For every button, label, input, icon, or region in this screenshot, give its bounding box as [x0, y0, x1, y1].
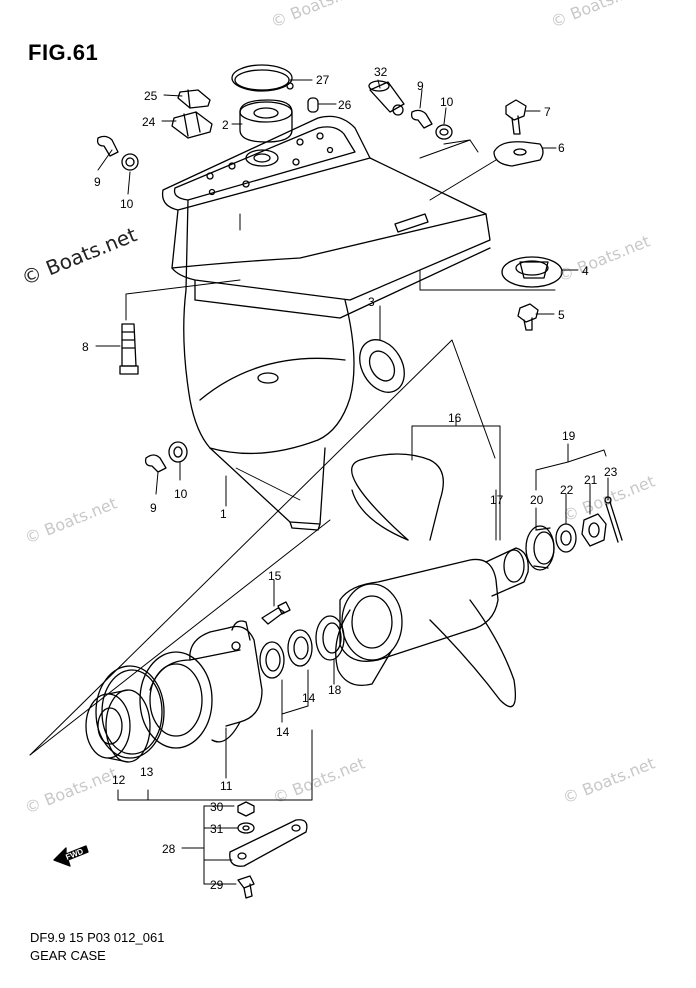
part-22-washer: [555, 523, 577, 553]
part-16-propeller: [335, 453, 529, 708]
part-3-bearing: [359, 339, 405, 393]
part-21-nut: [581, 513, 607, 547]
part-12-bearing: [85, 689, 151, 763]
part-15-bolt: [261, 601, 291, 625]
part-31-washer: [237, 822, 255, 834]
callout-8: 8: [82, 340, 89, 354]
part-24-key: [171, 111, 213, 139]
part-14-seal: [259, 629, 313, 679]
part-11-bearing-carrier: [139, 620, 263, 749]
part-30-nut: [237, 801, 255, 817]
part-32-sleeve: [368, 80, 405, 116]
callout-labels: 27 32 25 24 2 26 9 10 7 6 9 10 4 5 3 8 1…: [64, 65, 617, 892]
callout-10: 10: [174, 487, 188, 501]
callout-27: 27: [316, 73, 330, 87]
callout-10: 10: [120, 197, 134, 211]
part-13-o-ring: [95, 665, 165, 759]
part-9-bolt: [96, 109, 433, 157]
part-2-bearing: [239, 99, 293, 143]
fwd-badge-label: FWD: [64, 847, 84, 862]
figure-code: DF9.9 15 P03 012_061: [30, 930, 165, 945]
callout-22: 22: [560, 483, 574, 497]
callout-31: 31: [210, 822, 224, 836]
part-18-seal: [315, 615, 345, 661]
fwd-arrow-icon: [53, 845, 89, 867]
callout-14: 14: [276, 725, 290, 739]
part-9-bolt: [144, 454, 167, 473]
callout-16: 16: [448, 411, 462, 425]
callout-18: 18: [328, 683, 342, 697]
callout-17: 17: [490, 493, 504, 507]
figure-title: FIG.61: [28, 40, 99, 65]
part-28-plate: [229, 819, 308, 867]
part-29-bolt: [237, 875, 255, 899]
callout-10: 10: [440, 95, 454, 109]
part-5-bolt: [517, 303, 539, 331]
callout-12: 12: [112, 773, 126, 787]
part-4-anode: [501, 256, 563, 288]
callout-15: 15: [268, 569, 282, 583]
callout-21: 21: [584, 473, 598, 487]
part-25-key: [177, 89, 211, 109]
callout-29: 29: [210, 878, 224, 892]
callout-24: 24: [142, 115, 156, 129]
part-7-bolt: [505, 99, 527, 135]
callout-1: 1: [220, 507, 227, 521]
callout-9: 9: [94, 175, 101, 189]
part-8-stud: [119, 323, 139, 375]
callout-7: 7: [544, 105, 551, 119]
part-23-cotter-pin: [604, 496, 623, 543]
callout-11: 11: [220, 779, 233, 793]
part-10-washer: [121, 124, 453, 171]
callout-9: 9: [417, 79, 424, 93]
part-26-pin: [307, 97, 319, 113]
callout-26: 26: [338, 98, 352, 112]
callout-25: 25: [144, 89, 158, 103]
figure-name: GEAR CASE: [30, 948, 106, 963]
callout-28: 28: [162, 842, 176, 856]
callout-23: 23: [604, 465, 618, 479]
callout-13: 13: [140, 765, 154, 779]
callout-5: 5: [558, 308, 565, 322]
callout-32: 32: [374, 65, 388, 79]
callout-30: 30: [210, 800, 224, 814]
part-20-spacer: [525, 525, 555, 571]
callout-6: 6: [558, 141, 565, 155]
callout-4: 4: [582, 264, 589, 278]
callout-14: 14: [302, 691, 316, 705]
gear-case-housing: [161, 115, 491, 531]
part-6-cover: [493, 141, 544, 167]
callout-19: 19: [562, 429, 576, 443]
callout-3: 3: [368, 295, 375, 309]
callout-2: 2: [222, 118, 229, 132]
leader-lines: [95, 79, 609, 885]
callout-20: 20: [530, 493, 544, 507]
callout-9: 9: [150, 501, 157, 515]
part-10-washer: [168, 441, 188, 463]
part-27-snap-ring: [231, 64, 294, 92]
